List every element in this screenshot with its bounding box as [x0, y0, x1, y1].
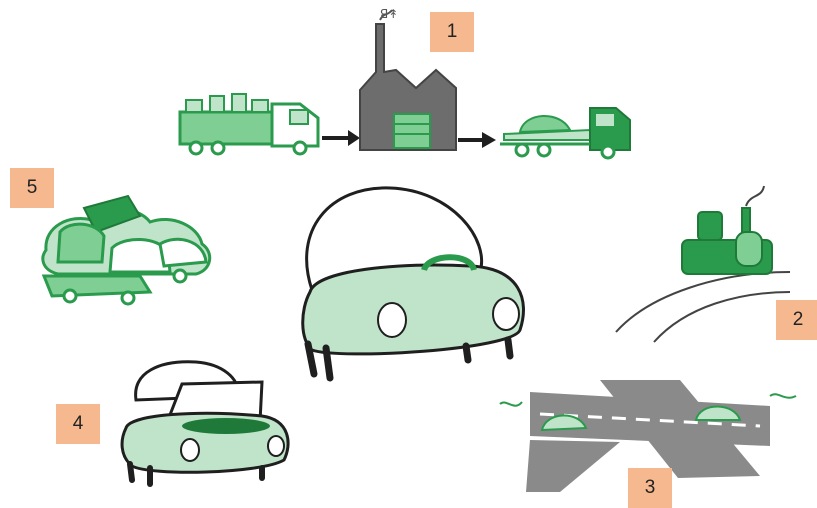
open-hood-car-icon	[122, 362, 288, 484]
factory-recycling-icon: ꓭ↟	[180, 7, 630, 158]
car-transporter-icon	[500, 108, 630, 158]
arrow-icon	[348, 130, 360, 146]
svg-text:ꓭ↟: ꓭ↟	[380, 7, 398, 21]
dump-truck-icon	[180, 94, 318, 154]
step-5-badge: 5	[10, 168, 54, 208]
scrap-pile-icon	[43, 196, 210, 304]
step-2-badge: 2	[776, 300, 817, 340]
power-plant-icon	[616, 186, 790, 342]
step-3-badge: 3	[628, 468, 672, 508]
step-1-badge: 1	[430, 12, 474, 52]
eco-car-icon	[303, 188, 524, 378]
step-4-badge: 4	[56, 404, 100, 444]
arrow-icon	[482, 132, 496, 148]
